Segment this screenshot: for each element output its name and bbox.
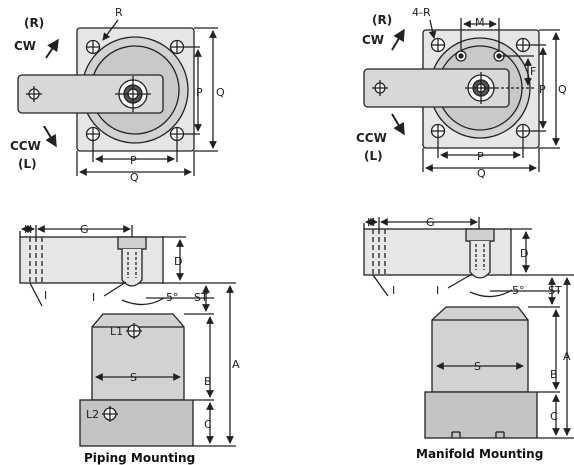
label-q-horizontal-tr: Q: [477, 167, 486, 180]
label-c-br: C: [550, 410, 558, 423]
label-rotation-left-tl: (L): [18, 157, 37, 171]
label-4-r: 4-R: [412, 6, 431, 19]
label-q-vertical-tr: Q: [558, 83, 567, 96]
label-st-bl: ST: [194, 291, 208, 304]
label-ccw-tl: CCW: [10, 139, 41, 153]
piping-side-view: [19, 225, 236, 447]
label-ccw-tr: CCW: [356, 131, 387, 145]
label-p-horizontal-tr: P: [477, 150, 484, 163]
manifold-base: [424, 391, 538, 439]
label-q-vertical-tl: Q: [216, 86, 225, 99]
label-rotation-left-tr: (L): [364, 149, 383, 163]
label-g-br: G: [426, 216, 435, 229]
caption-piping-mounting: Piping Mounting: [84, 451, 195, 465]
label-p-vertical-tl: P: [196, 86, 203, 99]
label-a-br: A: [563, 350, 571, 363]
label-i-right-br: I: [436, 284, 439, 297]
label-d-br: D: [520, 247, 528, 260]
label-h-br: H: [367, 216, 375, 229]
label-g-bl: G: [80, 223, 89, 236]
label-st-br: ST: [548, 284, 562, 297]
label-b-br: B: [550, 368, 558, 381]
label-h-bl: H: [24, 223, 32, 236]
piping-top-view: [17, 19, 218, 176]
piping-corner-holes: [85, 39, 185, 142]
label-r: R: [115, 6, 123, 19]
label-q-horizontal-tl: Q: [130, 171, 139, 184]
label-l1: L1: [110, 325, 123, 338]
label-rotation-right-tr: (R): [372, 13, 392, 27]
caption-manifold-mounting: Manifold Mounting: [416, 447, 543, 461]
dimension-labels: R (R) CW CCW (L) P Q P Q 4-R M F (R) CW …: [10, 6, 571, 431]
label-i-right-bl: I: [92, 291, 95, 304]
label-s-br: S: [474, 360, 481, 373]
label-s-bl: S: [130, 371, 137, 384]
label-c-bl: C: [204, 418, 212, 431]
label-d-bl: D: [174, 255, 182, 268]
label-i-left-br: I: [392, 284, 395, 297]
label-angle-br: 5°: [512, 284, 525, 297]
label-f: F: [530, 65, 536, 78]
label-cw-tl: CW: [14, 39, 36, 53]
piping-base: [79, 399, 194, 447]
label-a-bl: A: [232, 358, 240, 371]
label-i-left-bl: I: [44, 289, 47, 302]
label-m: M: [475, 16, 485, 29]
manifold-side-view: [363, 217, 574, 439]
manifold-corner-holes: [430, 37, 531, 139]
label-b-bl: B: [204, 375, 212, 388]
label-cw-tr: CW: [362, 33, 384, 47]
label-angle-bl: 5°: [166, 291, 179, 304]
label-p-horizontal-tl: P: [130, 154, 137, 167]
label-p-vertical-tr: P: [539, 83, 546, 96]
label-rotation-right-tl: (R): [24, 16, 44, 30]
manifold-top-view: [363, 18, 560, 172]
label-l2: L2: [86, 408, 99, 421]
